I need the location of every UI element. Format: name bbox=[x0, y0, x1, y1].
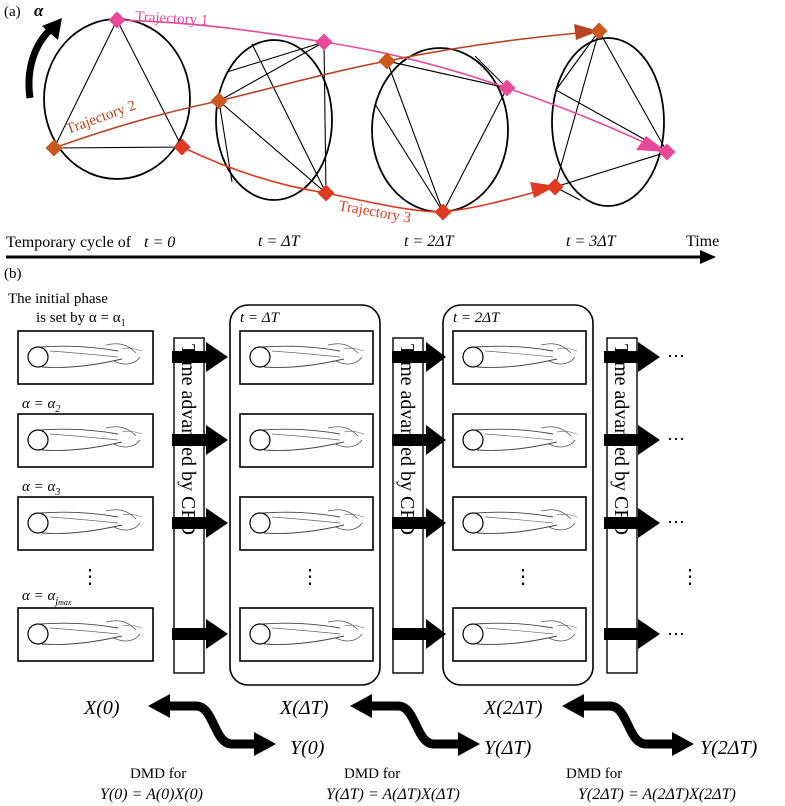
group-box-dt bbox=[229, 304, 381, 686]
rotation-arrow-icon bbox=[25, 25, 55, 99]
trajectory-nodes bbox=[45, 11, 676, 221]
state-xdt: X(ΔT) bbox=[279, 697, 329, 719]
alpha-label-2: α = α2 bbox=[22, 396, 60, 415]
timeline-axis-label: Time bbox=[686, 233, 719, 250]
dmd-eq-2: Y(2ΔT) = A(2ΔT)X(2ΔT) bbox=[578, 786, 736, 803]
ellipsis-v-col2: ⋮ bbox=[513, 566, 533, 588]
group-title-2dt: t = 2ΔT bbox=[453, 310, 501, 326]
state-x0: X(0) bbox=[83, 697, 120, 719]
state-y2dt: Y(2ΔT) bbox=[700, 737, 758, 759]
timeline-t1: t = ΔT bbox=[258, 233, 301, 250]
panel-b-label: (b) bbox=[4, 266, 22, 282]
cycle-ellipse-3 bbox=[551, 37, 665, 207]
alpha-symbol: α bbox=[34, 1, 44, 20]
state-y0: Y(0) bbox=[290, 737, 325, 759]
dmd-title-0: DMD for bbox=[130, 766, 186, 782]
timeline-t2: t = 2ΔT bbox=[404, 233, 455, 250]
cfd-arrows bbox=[172, 342, 660, 649]
dmd-title-1: DMD for bbox=[344, 766, 400, 782]
initial-phase-line2: is set by α = α1 bbox=[36, 310, 126, 329]
panel-a-label: (a) bbox=[4, 4, 21, 20]
ellipsis-v-col0: ⋮ bbox=[80, 566, 100, 588]
trajectory-3-curve bbox=[181, 146, 551, 213]
trajectory-2-curve bbox=[53, 31, 591, 149]
column-2dt-snapshots bbox=[452, 330, 587, 662]
group-title-dt: t = ΔT bbox=[240, 310, 281, 326]
ellipsis-h-row4: ⋯ bbox=[667, 624, 685, 644]
rotation-arrow-head-icon bbox=[42, 18, 62, 40]
dmd-eq-0: Y(0) = A(0)X(0) bbox=[100, 786, 203, 803]
cfd-bar-2: Time advanced by CFD bbox=[392, 337, 424, 674]
alpha-label-jmax: α = αjmax bbox=[22, 588, 72, 607]
trajectory-1-label: Trajectory 1 bbox=[135, 9, 209, 29]
initial-phase-line1: The initial phase bbox=[8, 291, 108, 307]
timeline-t0: t = 0 bbox=[144, 234, 175, 251]
state-ydt: Y(ΔT) bbox=[484, 737, 532, 759]
column-initial-snapshots bbox=[17, 330, 154, 662]
trajectory-1-arrowhead-icon bbox=[636, 136, 667, 152]
cfd-bar-3: Time advanced by CFD bbox=[606, 337, 638, 674]
timeline-t3: t = 3ΔT bbox=[566, 233, 617, 250]
ellipsis-h-row2: ⋯ bbox=[667, 429, 685, 449]
trajectory-1-curve bbox=[116, 19, 661, 151]
cycle-ellipse-1 bbox=[215, 39, 333, 201]
ellipsis-h-row3: ⋯ bbox=[667, 512, 685, 532]
state-x2dt: X(2ΔT) bbox=[483, 697, 543, 719]
cfd-bar-1: Time advanced by CFD bbox=[173, 337, 205, 674]
ellipsis-h-row1: ⋯ bbox=[667, 346, 685, 366]
column-dt-snapshots bbox=[239, 330, 374, 662]
dmd-eq-1: Y(ΔT) = A(ΔT)X(ΔT) bbox=[326, 786, 460, 803]
dmd-title-2: DMD for bbox=[566, 766, 622, 782]
dmd-arrows bbox=[164, 701, 680, 749]
dmd-arrowheads bbox=[148, 694, 694, 756]
cycle-ellipse-0 bbox=[43, 18, 191, 180]
ellipsis-v-col3: ⋮ bbox=[680, 566, 700, 588]
timeline-cycle-prefix: Temporary cycle of bbox=[6, 234, 132, 251]
ellipsis-v-col1: ⋮ bbox=[300, 566, 320, 588]
time-axis-arrowhead-icon bbox=[700, 250, 716, 264]
trajectory-2-arrowhead-icon bbox=[574, 24, 599, 40]
cycle-chords bbox=[53, 18, 668, 214]
alpha-label-3: α = α3 bbox=[22, 479, 60, 498]
group-box-2dt bbox=[442, 304, 594, 686]
